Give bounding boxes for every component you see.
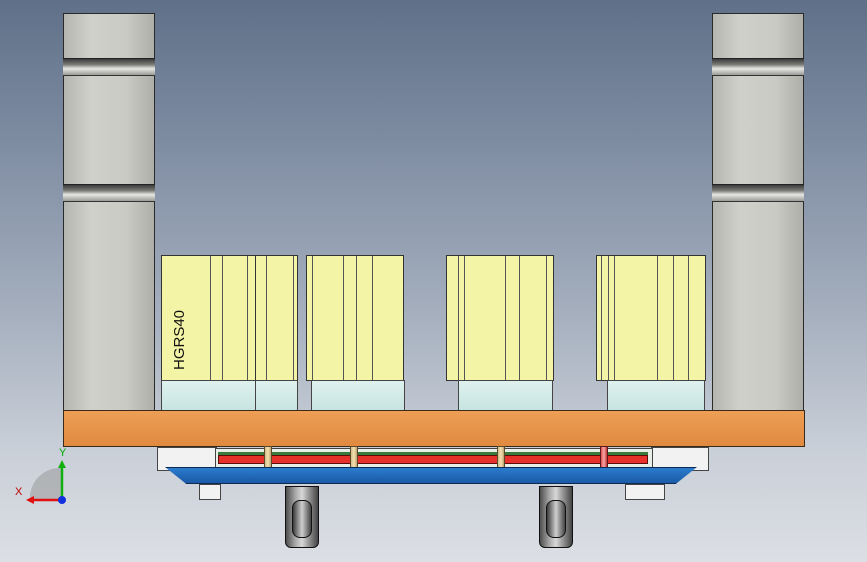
block-4-line xyxy=(458,256,459,380)
block-2-line xyxy=(293,256,294,380)
fastener xyxy=(497,446,505,468)
guide-block-5[interactable] xyxy=(596,255,706,381)
guide-block-2[interactable] xyxy=(255,255,298,381)
y-axis-arrow xyxy=(58,460,66,468)
block-4-line xyxy=(519,256,520,380)
block-4-line xyxy=(464,256,465,380)
block-5-line xyxy=(601,256,602,380)
x-axis-label: X xyxy=(15,486,23,498)
block-4-base xyxy=(458,380,553,411)
block-5-line xyxy=(614,256,615,380)
right-roller-core xyxy=(546,500,566,538)
z-axis-dot xyxy=(58,496,66,504)
bottom-bolt xyxy=(625,484,665,500)
block-1-base xyxy=(161,380,256,411)
guide-block-4[interactable] xyxy=(446,255,554,381)
fastener xyxy=(600,446,608,468)
block-3-base xyxy=(311,380,405,411)
block-3-line xyxy=(372,256,373,380)
left-pillar-groove-top xyxy=(63,58,155,76)
left-pillar[interactable] xyxy=(63,13,155,411)
block-5-line xyxy=(657,256,658,380)
mounting-plate[interactable] xyxy=(63,410,805,447)
block-1-line xyxy=(210,256,211,380)
guide-block-3[interactable] xyxy=(306,255,404,381)
left-pillar-groove-bottom xyxy=(63,184,155,202)
bottom-bolt xyxy=(199,484,221,500)
block-2-line xyxy=(266,256,267,380)
block-4-line xyxy=(505,256,506,380)
left-roller-core xyxy=(292,500,312,538)
block-5-line xyxy=(688,256,689,380)
right-pillar-groove-bottom xyxy=(712,184,804,202)
right-pillar-groove-top xyxy=(712,58,804,76)
right-pillar[interactable] xyxy=(712,13,804,411)
rail-edge xyxy=(218,452,648,455)
block-5-line xyxy=(608,256,609,380)
y-axis-label: Y xyxy=(59,447,67,459)
block-4-line xyxy=(546,256,547,380)
block-3-line xyxy=(312,256,313,380)
block-label: HGRS40 xyxy=(171,309,188,370)
fastener xyxy=(350,446,358,468)
block-5-base xyxy=(607,380,705,411)
rail-strip[interactable] xyxy=(218,455,648,464)
triad-plane xyxy=(29,467,62,500)
block-1-line xyxy=(222,256,223,380)
block-1-line xyxy=(247,256,248,380)
fastener xyxy=(264,446,272,468)
block-2-base xyxy=(255,380,298,411)
x-axis-arrow xyxy=(26,496,34,504)
block-3-line xyxy=(343,256,344,380)
blue-base-plate[interactable] xyxy=(165,467,697,484)
block-5-line xyxy=(673,256,674,380)
axis-triad xyxy=(26,460,66,504)
block-3-line xyxy=(356,256,357,380)
